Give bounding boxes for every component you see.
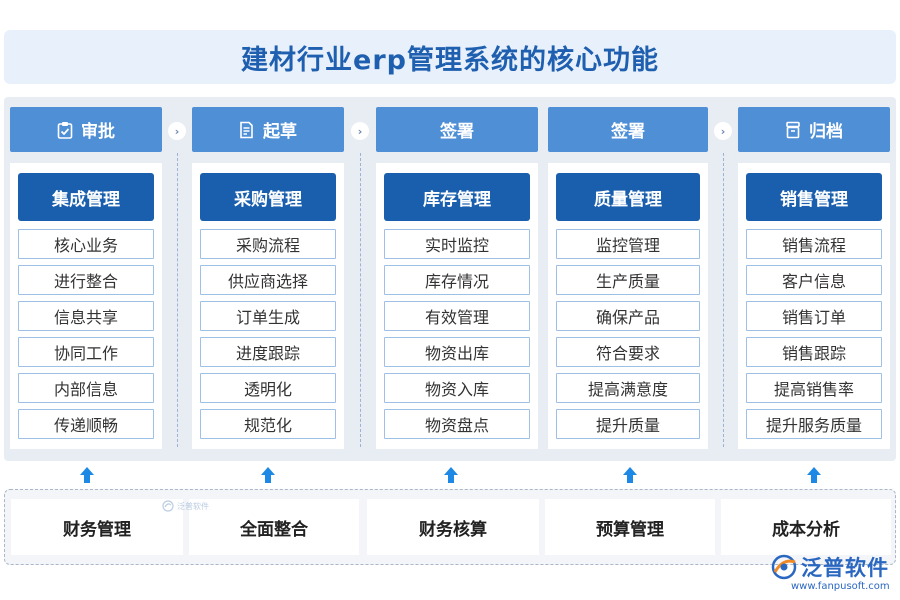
- list-item: 透明化: [200, 373, 336, 403]
- foundation-item: 预算管理: [545, 499, 715, 555]
- foundation-item: 成本分析: [721, 499, 891, 555]
- phase-label: 归档: [809, 122, 843, 142]
- list-item: 确保产品: [556, 301, 700, 331]
- list-item: 信息共享: [18, 301, 154, 331]
- column-separator: [360, 153, 361, 447]
- list-item: 提升服务质量: [746, 409, 882, 439]
- list-item: 内部信息: [18, 373, 154, 403]
- list-item: 供应商选择: [200, 265, 336, 295]
- list-item: 物资出库: [384, 337, 530, 367]
- column-separator: [177, 153, 178, 447]
- brand-logo-icon: [771, 554, 797, 580]
- chevron-right-icon: ›: [351, 122, 369, 140]
- list-item: 物资入库: [384, 373, 530, 403]
- phase-sign: 签署: [548, 107, 708, 152]
- column-separator: [723, 153, 724, 447]
- list-item: 核心业务: [18, 229, 154, 259]
- brand-name: 泛普软件: [801, 556, 889, 580]
- list-item: 销售流程: [746, 229, 882, 259]
- foundation-item: 财务管理: [11, 499, 183, 555]
- arrow-up-icon: [261, 467, 275, 483]
- watermark-text: 泛普软件: [177, 501, 209, 511]
- card-header: 质量管理: [556, 173, 700, 221]
- list-item: 生产质量: [556, 265, 700, 295]
- card-integration: 集成管理 核心业务 进行整合 信息共享 协同工作 内部信息 传递顺畅: [10, 163, 162, 449]
- arrow-up-icon: [807, 467, 821, 483]
- phase-label: 起草: [263, 122, 297, 142]
- page-title: 建材行业erp管理系统的核心功能: [241, 44, 659, 76]
- card-header: 集成管理: [18, 173, 154, 221]
- list-item: 采购流程: [200, 229, 336, 259]
- list-item: 库存情况: [384, 265, 530, 295]
- document-edit-icon: [240, 121, 253, 138]
- list-item: 提升质量: [556, 409, 700, 439]
- list-item: 协同工作: [18, 337, 154, 367]
- list-item: 提高销售率: [746, 373, 882, 403]
- list-item: 客户信息: [746, 265, 882, 295]
- watermark: 泛普软件: [162, 499, 210, 513]
- list-item: 有效管理: [384, 301, 530, 331]
- card-header: 销售管理: [746, 173, 882, 221]
- phase-label: 审批: [81, 122, 115, 142]
- list-item: 进度跟踪: [200, 337, 336, 367]
- card-sales: 销售管理 销售流程 客户信息 销售订单 销售跟踪 提高销售率 提升服务质量: [738, 163, 890, 449]
- foundation-row: 财务管理 全面整合 财务核算 预算管理 成本分析: [4, 489, 896, 565]
- card-quality: 质量管理 监控管理 生产质量 确保产品 符合要求 提高满意度 提升质量: [548, 163, 708, 449]
- phase-draft: 起草: [192, 107, 344, 152]
- foundation-item: 全面整合: [189, 499, 359, 555]
- column-inventory: 签署: [376, 107, 538, 152]
- list-item: 符合要求: [556, 337, 700, 367]
- arrow-up-icon: [80, 467, 94, 483]
- list-item: 物资盘点: [384, 409, 530, 439]
- column-sales: 归档: [738, 107, 890, 152]
- brand-logo: 泛普软件 www.fanpusoft.com: [767, 552, 892, 598]
- list-item: 进行整合: [18, 265, 154, 295]
- title-bar: 建材行业erp管理系统的核心功能: [4, 30, 896, 84]
- arrow-up-icon: [623, 467, 637, 483]
- column-integration: 审批: [10, 107, 162, 152]
- list-item: 实时监控: [384, 229, 530, 259]
- clipboard-check-icon: [57, 121, 73, 139]
- arrow-up-icon: [444, 467, 458, 483]
- list-item: 销售跟踪: [746, 337, 882, 367]
- list-item: 提高满意度: [556, 373, 700, 403]
- phase-label: 签署: [611, 122, 645, 142]
- card-inventory: 库存管理 实时监控 库存情况 有效管理 物资出库 物资入库 物资盘点: [376, 163, 538, 449]
- list-item: 传递顺畅: [18, 409, 154, 439]
- phase-approval: 审批: [10, 107, 162, 152]
- column-procurement: 起草: [192, 107, 344, 152]
- archive-box-icon: [786, 121, 800, 138]
- brand-logo-icon: [162, 500, 174, 512]
- phase-label: 签署: [440, 122, 474, 142]
- list-item: 订单生成: [200, 301, 336, 331]
- list-item: 销售订单: [746, 301, 882, 331]
- chevron-right-icon: ›: [168, 122, 186, 140]
- phase-sign: 签署: [376, 107, 538, 152]
- column-quality: 签署: [548, 107, 708, 152]
- list-item: 监控管理: [556, 229, 700, 259]
- phase-archive: 归档: [738, 107, 890, 152]
- card-header: 库存管理: [384, 173, 530, 221]
- card-procurement: 采购管理 采购流程 供应商选择 订单生成 进度跟踪 透明化 规范化: [192, 163, 344, 449]
- brand-url: www.fanpusoft.com: [791, 581, 890, 592]
- list-item: 规范化: [200, 409, 336, 439]
- chevron-right-icon: ›: [714, 122, 732, 140]
- card-header: 采购管理: [200, 173, 336, 221]
- foundation-item: 财务核算: [367, 499, 539, 555]
